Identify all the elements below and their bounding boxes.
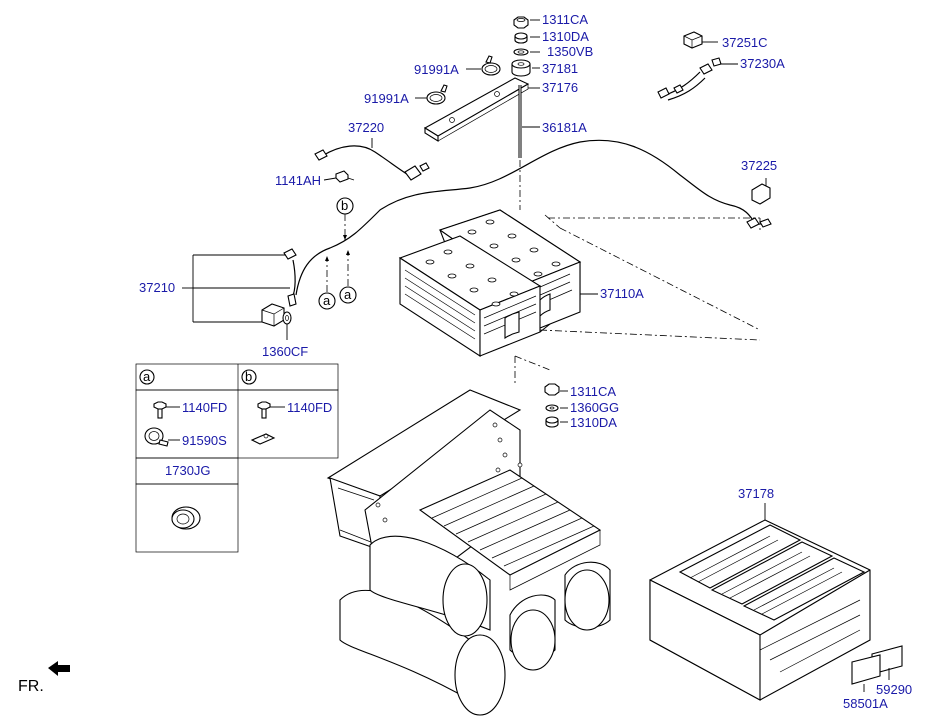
label-91590s: 91590S bbox=[182, 433, 227, 448]
label-36181a: 36181A bbox=[542, 120, 587, 135]
detail-table: a b bbox=[135, 363, 339, 553]
label-37210: 37210 bbox=[139, 280, 175, 295]
label-37181: 37181 bbox=[542, 61, 578, 76]
label-58501a: 58501A bbox=[843, 696, 888, 711]
bottom-fastener-stack bbox=[544, 383, 568, 428]
label-1730jg: 1730JG bbox=[165, 463, 211, 478]
label-37176: 37176 bbox=[542, 80, 578, 95]
front-direction-indicator: FR. bbox=[18, 661, 70, 695]
bolt-1140fd-a bbox=[153, 401, 180, 419]
hose-clamp-91991a-upper bbox=[466, 55, 501, 76]
bolt-1141ah bbox=[323, 170, 355, 183]
ref-b-label: b bbox=[341, 198, 348, 213]
label-1311ca-top: 1311CA bbox=[542, 12, 588, 27]
nut-1311ca-top bbox=[513, 16, 529, 29]
label-1140fd-b: 1140FD bbox=[287, 400, 332, 415]
label-37251c: 37251C bbox=[722, 35, 768, 50]
label-91991a-1: 91991A bbox=[414, 62, 459, 77]
battery-pair-37110a bbox=[398, 209, 598, 358]
label-37110a: 37110A bbox=[600, 286, 644, 301]
washer-1360gg bbox=[545, 404, 559, 412]
battery-guide-lines bbox=[514, 214, 761, 385]
nut-1310da-bottom bbox=[545, 416, 559, 428]
hose-clamp-91991a-lower bbox=[415, 84, 448, 105]
ref-marker-group: b a a bbox=[318, 197, 357, 310]
grommet-1730jg bbox=[171, 506, 201, 530]
label-1311ca-bottom: 1311CA bbox=[570, 384, 616, 399]
bracket-b bbox=[250, 433, 276, 445]
front-arrow-icon bbox=[48, 661, 70, 676]
label-1140fd-a: 1140FD bbox=[182, 400, 227, 415]
connector-37251c bbox=[683, 31, 718, 49]
table-a-header: a bbox=[143, 369, 151, 384]
label-37178: 37178 bbox=[738, 486, 774, 501]
spacer-37181 bbox=[511, 59, 531, 77]
ref-a-label-2: a bbox=[344, 287, 352, 302]
air-tanks bbox=[339, 535, 611, 716]
label-plate-58501a bbox=[851, 654, 881, 692]
nut-1310da-top bbox=[514, 32, 528, 44]
label-37220: 37220 bbox=[348, 120, 384, 135]
fr-label: FR. bbox=[18, 678, 44, 695]
label-37225: 37225 bbox=[741, 158, 777, 173]
label-91991a-2: 91991A bbox=[364, 91, 409, 106]
label-59290: 59290 bbox=[876, 682, 912, 697]
rod-36181a bbox=[518, 85, 540, 210]
battery-cable-37220 bbox=[314, 138, 430, 181]
label-1350vb: 1350VB bbox=[547, 44, 593, 59]
label-37230a: 37230A bbox=[740, 56, 785, 71]
label-1360cf: 1360CF bbox=[262, 344, 308, 359]
battery-cover-37178 bbox=[649, 503, 871, 701]
hold-down-bar-37176 bbox=[423, 77, 540, 142]
main-cable-37225 bbox=[295, 139, 772, 296]
label-1310da-top: 1310DA bbox=[542, 29, 589, 44]
label-1310da-bottom: 1310DA bbox=[570, 415, 617, 430]
ref-a-label-1: a bbox=[323, 293, 331, 308]
clamp-91590s bbox=[144, 427, 180, 447]
washer-1350vb bbox=[513, 48, 529, 56]
label-1360gg: 1360GG bbox=[570, 400, 619, 415]
wiring-harness-37230a bbox=[657, 57, 738, 101]
washer-1360cf bbox=[282, 311, 292, 340]
bolt-1140fd-b bbox=[257, 401, 285, 419]
ground-cable-37210 bbox=[182, 248, 297, 327]
top-fastener-stack bbox=[511, 16, 540, 77]
label-1141ah: 1141AH bbox=[275, 173, 321, 188]
chassis-assembly bbox=[326, 389, 611, 716]
nut-1311ca-bottom bbox=[544, 383, 560, 396]
part-labels: 37251C 37230A 1311CA 1310DA 1350VB 37181… bbox=[139, 12, 912, 711]
table-b-header: b bbox=[245, 369, 252, 384]
